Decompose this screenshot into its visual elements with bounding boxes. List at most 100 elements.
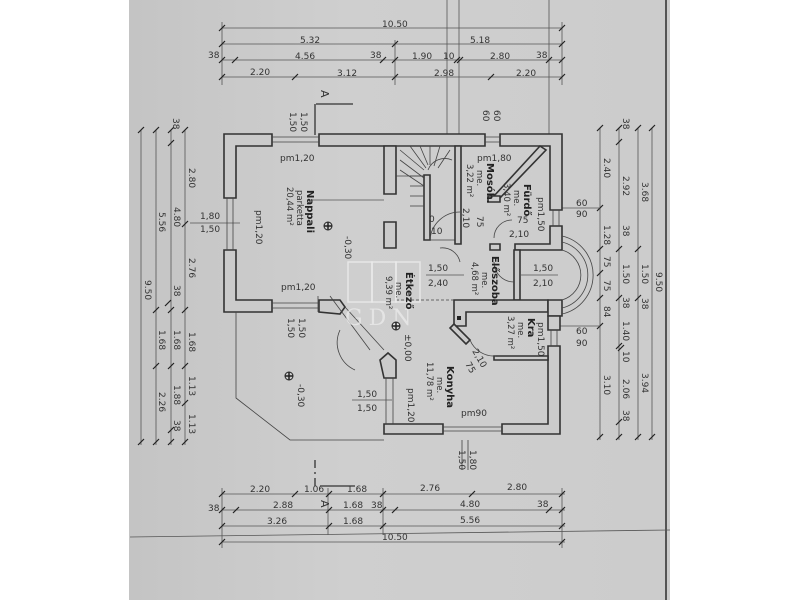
dim-bottom-2-76: 2.76	[420, 484, 440, 494]
wall-eloszoba-stub	[489, 243, 501, 251]
win-top-left-b: 1,50	[298, 112, 308, 132]
wall-nappali-east-top	[383, 145, 397, 195]
wall-moso-stub	[487, 195, 501, 203]
kra-door-swing	[469, 339, 497, 357]
win-bottom-center-b: 1,50	[456, 450, 466, 470]
dim-bottom-1-68c: 1.68	[343, 517, 363, 527]
dim-right-38a: 38	[620, 118, 630, 130]
window-konyha-b: 1,50	[357, 404, 377, 414]
wall-nappali-nw	[223, 133, 273, 199]
window-nappali-north	[272, 136, 319, 143]
dim-right-84: 84	[601, 306, 611, 318]
dim-left-38c: 38	[171, 420, 181, 432]
win-left-b: 1,50	[200, 225, 220, 235]
dim-right-1-40: 1.40	[620, 321, 630, 341]
room-name: Fürdő	[521, 184, 533, 217]
parapet-mosoh: pm1,80	[477, 154, 512, 164]
dim-right-38-outer: 38	[639, 298, 649, 310]
dim-right-75a: 75	[601, 256, 611, 267]
wall-eloszoba-east	[513, 249, 521, 301]
wall-top-right	[499, 133, 563, 211]
dim-top-38a: 38	[208, 51, 220, 61]
watermark-text: GDN	[345, 306, 417, 331]
dim-right-2-92: 2.92	[620, 176, 630, 196]
stair-door-swing	[429, 211, 461, 241]
parapet-konyha-south: pm90	[461, 409, 487, 419]
room-kra: Kra me. 3,27 m² pm1,50	[505, 316, 545, 357]
parapet-furdo: pm1,50	[535, 197, 545, 232]
room-area: 11,78 m²	[424, 362, 434, 401]
parapet-kra: pm1,50	[535, 322, 545, 357]
dim-left-1-68b: 1.68	[171, 330, 181, 350]
dim-right-38b: 38	[620, 225, 630, 237]
dim-bottom-1-06: 1.06	[304, 485, 324, 495]
window-kra	[550, 330, 558, 346]
dim-bottom-1-68a: 1.68	[347, 485, 367, 495]
level-etkezo: ±0,00	[402, 334, 412, 362]
window-konyha-west	[385, 378, 394, 424]
room-floor: me.	[434, 377, 444, 393]
fürdő-door-swing	[493, 219, 513, 239]
wall-nappali-east-bottom	[383, 221, 397, 249]
etkezo-eloszoba-door-swing	[439, 247, 461, 263]
dim-left-2-76: 2.76	[186, 258, 196, 278]
room-konyha: Konyha me. 11,78 m² pm1,20 pm90 2,10 75 …	[352, 348, 488, 423]
window-fürdő	[552, 210, 560, 226]
dim-left-1-68a: 1.68	[156, 330, 166, 350]
dim-top-10: 10	[443, 52, 455, 62]
section-label-a-bottom: A	[318, 500, 331, 508]
dim-bottom-2-80: 2.80	[507, 483, 527, 493]
dim-left-1-13b: 1.13	[186, 414, 196, 434]
level-nappali: -0,30	[342, 236, 352, 260]
room-area: 4,68 m²	[469, 262, 479, 295]
dim-left-38a: 38	[170, 118, 180, 130]
entrance-arc-inner	[561, 249, 582, 301]
room-floor: me.	[479, 272, 489, 288]
dim-top-1-90: 1.90	[412, 52, 432, 62]
wall-top-center	[318, 133, 486, 147]
door-furdo-width: 75	[517, 216, 528, 226]
dim-left-5-56: 5.56	[156, 212, 166, 232]
door-furdo-height: 2,10	[509, 230, 529, 240]
room-nappali: Nappali parketta 20,44 m² pm1,20 pm1,20 …	[253, 154, 352, 293]
wall-kitchen-diagonal	[448, 322, 472, 346]
room-name: Nappali	[304, 190, 315, 233]
walls	[223, 133, 594, 470]
room-area: 3,22 m²	[464, 164, 474, 197]
dim-top-4-56: 4.56	[295, 52, 315, 62]
bottom-dimension-chains: 2.20 1.06 1.68 2.76 2.80 38 2.88 1.68 38…	[129, 460, 671, 548]
dim-left-4-80: 4.80	[171, 207, 181, 227]
room-name: Étkező	[403, 272, 416, 310]
door-mosoh: 2,10	[460, 208, 470, 228]
win-bottom-center-a: 1,80	[467, 450, 477, 470]
window-konyha-a: 1,50	[357, 390, 377, 400]
etkezo-door-line	[329, 295, 371, 351]
dim-left-1-13a: 1.13	[186, 376, 196, 396]
wall-stair-core	[423, 174, 431, 241]
dim-bottom-38a: 38	[208, 504, 220, 514]
win-top-right-a: 60	[480, 110, 490, 122]
top-dimension-chains: 10.50 5.32 5.18 38 4.56 38 1.90 10 2.80 …	[208, 0, 566, 140]
door-eloszoba-a: 1,50	[533, 264, 553, 274]
etkezo-diagonal	[344, 306, 385, 351]
dim-right-3-68: 3.68	[639, 182, 649, 202]
dim-top-overall: 10.50	[382, 20, 408, 30]
level-symbols	[284, 221, 401, 381]
dim-bottom-4-80: 4.80	[460, 500, 480, 510]
door-etkezo-b: 2,40	[428, 279, 448, 289]
wall-kra-south	[493, 355, 549, 361]
dim-right-1-28: 1.28	[601, 225, 611, 245]
bottom-window-marker	[461, 440, 469, 470]
dim-top-5-32: 5.32	[300, 36, 320, 46]
dim-right-38c: 38	[620, 297, 630, 309]
dim-left-1-88: 1.88	[171, 385, 181, 405]
door-eloszoba-b: 2,10	[533, 279, 553, 289]
dim-top-2-80: 2.80	[490, 52, 510, 62]
dim-right-2-40: 2.40	[601, 158, 611, 178]
room-area: 3,27 m²	[505, 316, 515, 349]
dim-right-1-50b: 1.50	[620, 264, 630, 284]
parapet-south: pm1,20	[281, 283, 316, 293]
win-right-lower-b: 90	[576, 339, 588, 349]
dim-bottom-2-20: 2.20	[250, 485, 270, 495]
win-top-left-a: 1,50	[287, 112, 297, 132]
